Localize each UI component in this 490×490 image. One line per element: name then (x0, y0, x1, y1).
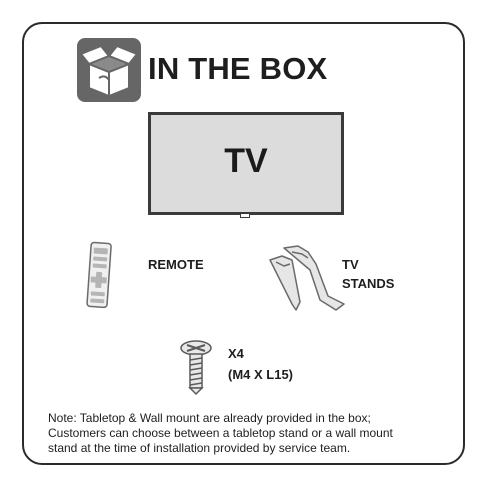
installation-note: Note: Tabletop & Wall mount are already … (48, 411, 448, 456)
note-line-1: Note: Tabletop & Wall mount are already … (48, 411, 371, 425)
page-title: IN THE BOX (148, 51, 328, 86)
tv-stands-icon (266, 244, 348, 321)
tv-illustration: TV (148, 112, 344, 215)
remote-label: REMOTE (148, 257, 204, 272)
note-line-2: Customers can choose between a tabletop … (48, 426, 393, 440)
stands-label-line2: STANDS (342, 276, 395, 291)
tv-foot (240, 214, 250, 218)
screws-size-label: (M4 X L15) (228, 367, 294, 382)
stands-label-line1: TV (342, 257, 359, 272)
open-box-icon (77, 38, 141, 102)
screws-quantity-label: X4 (228, 346, 244, 361)
note-line-3: stand at the time of installation provid… (48, 441, 351, 455)
remote-control-icon (83, 240, 117, 317)
screw-icon (178, 338, 214, 401)
tv-label: TV (224, 142, 268, 180)
